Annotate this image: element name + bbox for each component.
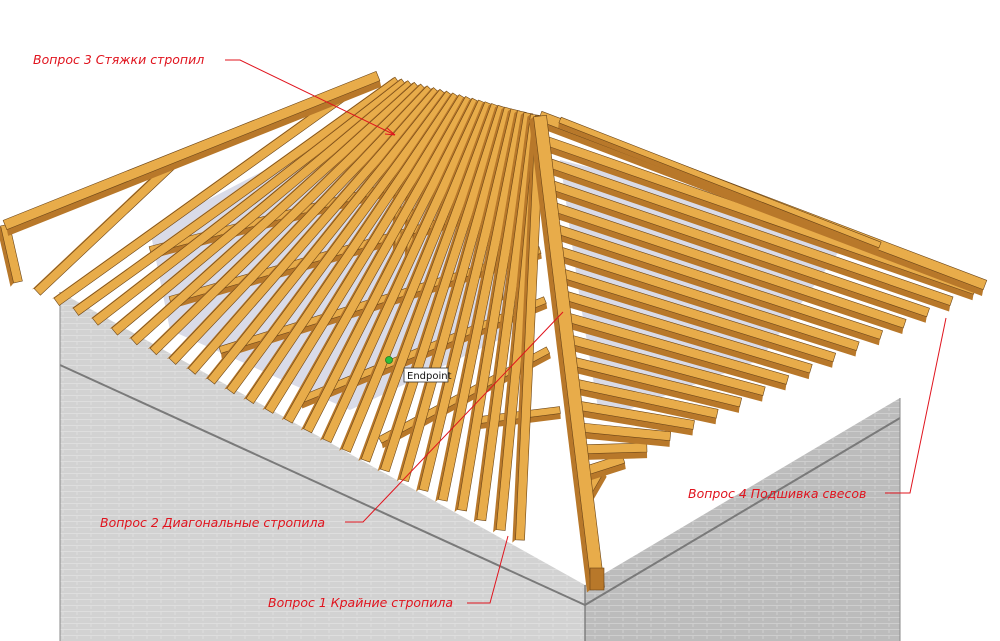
diagonal-hip-rafter-side bbox=[529, 116, 592, 593]
right-rafter-2 bbox=[580, 442, 648, 455]
left-rafter-12-side bbox=[243, 92, 453, 400]
left-rafter-12 bbox=[245, 92, 461, 405]
right-rafter-1-side bbox=[585, 463, 626, 482]
left-rafter-14 bbox=[283, 96, 474, 424]
left-rafter-6 bbox=[130, 81, 421, 346]
left-rafter-7 bbox=[149, 83, 428, 356]
left-rafter-10 bbox=[207, 88, 448, 385]
left-rafter-3 bbox=[72, 76, 401, 316]
right-rafter-0-side bbox=[590, 472, 607, 501]
left-rafter-22-side bbox=[435, 110, 518, 502]
endpoint-inference: Endpoint bbox=[385, 356, 452, 383]
left-rafter-18 bbox=[360, 103, 501, 463]
left-rafter-20-side bbox=[396, 107, 505, 482]
q3-arrowhead bbox=[384, 127, 396, 136]
right-rafter-9-side bbox=[559, 298, 810, 380]
right-rafter-14-side bbox=[545, 188, 927, 323]
left-rafter-23 bbox=[457, 112, 534, 512]
label-q4: Вопрос 4 Подшивка свесов bbox=[688, 486, 866, 501]
floor-line-left bbox=[59, 364, 586, 606]
left-rafter-15-side bbox=[300, 98, 473, 431]
left-rafter-18-side bbox=[358, 103, 492, 461]
left-hip-rafter bbox=[2, 70, 381, 231]
left-rafter-8 bbox=[168, 85, 435, 365]
right-back-tie bbox=[558, 116, 882, 249]
left-hip-rafter-side bbox=[6, 80, 382, 236]
left-rafter-0-side bbox=[0, 226, 14, 287]
endpoint-tooltip-box bbox=[403, 367, 449, 383]
left-rafter-5 bbox=[111, 80, 415, 336]
right-rafter-13-side bbox=[548, 210, 904, 335]
left-rafter-24-side bbox=[473, 114, 531, 523]
left-rafter-4 bbox=[92, 78, 408, 326]
left-rafter-10-side bbox=[205, 89, 440, 380]
left-rafter-21 bbox=[418, 108, 521, 492]
q4-leader bbox=[885, 317, 947, 494]
left-rafter-0 bbox=[0, 223, 23, 284]
right-back-tie-side bbox=[558, 122, 879, 253]
wall-right-texture bbox=[585, 398, 900, 641]
left-rafter-15 bbox=[303, 97, 481, 434]
label-q3: Вопрос 3 Стяжки стропил bbox=[33, 52, 204, 67]
q3-leader bbox=[225, 59, 396, 136]
right-rafter-4-side bbox=[574, 409, 694, 436]
right-rafter-16-side bbox=[540, 143, 974, 301]
left-rafter-23-side bbox=[454, 112, 525, 512]
right-rafter-10-side bbox=[556, 276, 834, 368]
right-rafter-6-side bbox=[568, 365, 740, 413]
floor-line-right bbox=[584, 417, 901, 606]
left-rafter-16 bbox=[322, 99, 488, 444]
right-hip-rafter-side bbox=[536, 120, 984, 296]
left-rafter-25-side bbox=[493, 115, 536, 533]
left-rafter-22 bbox=[438, 110, 527, 502]
left-rafter-16-side bbox=[319, 99, 479, 441]
right-rafter-8-side bbox=[562, 320, 787, 391]
left-rafter-13 bbox=[264, 94, 468, 414]
left-rafter-26-side bbox=[512, 115, 536, 543]
wall-left-texture bbox=[60, 292, 585, 641]
endpoint-tooltip: Endpoint bbox=[407, 371, 452, 382]
left-rafter-20 bbox=[399, 106, 514, 483]
right-rafter-11-side bbox=[554, 254, 857, 357]
left-rafter-11 bbox=[226, 90, 455, 395]
label-q1: Вопрос 1 Крайние стропила bbox=[268, 595, 453, 610]
right-rafter-3-side bbox=[577, 431, 670, 447]
annotation-labels: Вопрос 3 Стяжки стропил Вопрос 2 Диагона… bbox=[33, 52, 866, 610]
house-walls bbox=[59, 292, 901, 641]
right-rafter-2-side bbox=[581, 451, 648, 460]
q2-leader bbox=[345, 311, 564, 523]
right-rafter-15-side bbox=[543, 165, 951, 312]
left-rafter-13-side bbox=[262, 94, 460, 410]
left-rafter-14-side bbox=[281, 96, 466, 421]
right-rafter-5-side bbox=[571, 387, 717, 425]
endpoint-marker bbox=[385, 356, 393, 364]
right-rafter-12-side bbox=[551, 232, 880, 346]
label-q2: Вопрос 2 Диагональные стропила bbox=[100, 515, 325, 530]
left-rafter-9 bbox=[187, 87, 441, 375]
q1-leader bbox=[467, 535, 509, 604]
left-rafter-17-side bbox=[339, 101, 486, 451]
left-rafter-11-side bbox=[224, 91, 447, 390]
left-rafter-21-side bbox=[416, 108, 512, 492]
diagonal-rafter-foot bbox=[589, 567, 605, 591]
left-rafter-17 bbox=[341, 101, 494, 453]
right-rafter-7-side bbox=[565, 343, 763, 402]
annotations bbox=[225, 59, 947, 604]
